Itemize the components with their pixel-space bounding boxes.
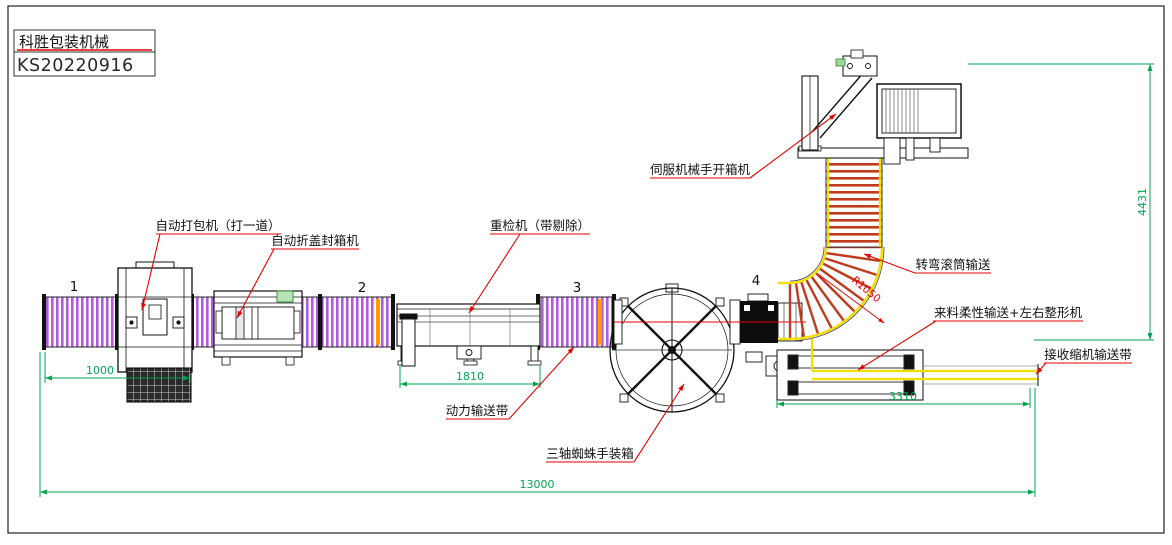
sealer-infeed-conveyor bbox=[191, 296, 217, 348]
drawing-border bbox=[7, 5, 1165, 534]
drawing-number: KS20220916 bbox=[17, 56, 134, 76]
vertical-roller-conveyor bbox=[825, 154, 883, 248]
section-numbers: 1 2 3 4 bbox=[70, 273, 761, 296]
shaper-belt-top bbox=[787, 355, 915, 369]
label-infeed-shaper: 来料柔性输送+左右整形机 bbox=[934, 305, 1082, 320]
sensor-mark-conveyor-2 bbox=[376, 299, 380, 345]
reject-pusher bbox=[401, 317, 416, 367]
conveyor-1 bbox=[44, 296, 118, 348]
company-name: 科胜包装机械 bbox=[19, 33, 109, 51]
dimensions bbox=[39, 63, 1154, 497]
section-number-1: 1 bbox=[70, 279, 79, 295]
delta-robot-cell bbox=[609, 283, 741, 413]
label-curve-conveyor: 转弯滚筒输送 bbox=[915, 257, 991, 272]
strapping-machine bbox=[117, 261, 193, 403]
machine-labels: 自动打包机（打一道） 自动折盖封箱机 重检机（带剔除） 伺服机械手开箱机 转弯滚… bbox=[155, 162, 1131, 461]
sensor-mark-conveyor-3 bbox=[598, 299, 602, 345]
section-number-3: 3 bbox=[573, 280, 582, 296]
dim-4431: 4431 bbox=[1136, 188, 1149, 216]
section-number-4: 4 bbox=[752, 273, 761, 289]
strapper-base bbox=[126, 367, 192, 403]
curve-roller-conveyor bbox=[778, 245, 885, 342]
label-auto-sealer: 自动折盖封箱机 bbox=[271, 233, 359, 248]
curve-inner-guard bbox=[789, 246, 828, 285]
label-power-conveyor: 动力输送带 bbox=[446, 403, 509, 418]
carton-sealer bbox=[213, 290, 303, 366]
label-shrink-conveyor: 接收缩机输送带 bbox=[1044, 347, 1132, 362]
dim-13000: 13000 bbox=[520, 478, 555, 491]
control-box-tag bbox=[276, 290, 294, 303]
dim-1000: 1000 bbox=[86, 364, 114, 377]
conveyor-3 bbox=[539, 296, 615, 348]
curve-rollers bbox=[788, 245, 882, 339]
curve-outer-guard bbox=[789, 246, 884, 341]
leader-lines bbox=[141, 113, 1132, 463]
case-erector-machine bbox=[797, 49, 969, 165]
erector-tag bbox=[835, 58, 846, 67]
label-case-erector: 伺服机械手开箱机 bbox=[650, 162, 751, 177]
title-block: 科胜包装机械 KS20220916 bbox=[13, 29, 156, 77]
shaping-machine bbox=[776, 339, 1039, 401]
label-spider-packer: 三轴蜘蛛手装箱 bbox=[546, 446, 634, 461]
label-auto-strapper: 自动打包机（打一道） bbox=[155, 218, 280, 233]
label-checkweigher: 重检机（带剔除） bbox=[490, 218, 590, 233]
dim-3310: 3310 bbox=[889, 390, 917, 403]
section-number-2: 2 bbox=[358, 280, 367, 296]
dim-1810: 1810 bbox=[456, 370, 484, 383]
checkweigher-machine bbox=[396, 303, 542, 367]
title-block-frame bbox=[13, 29, 156, 77]
conveyor-2 bbox=[321, 296, 394, 348]
radius-leader bbox=[817, 273, 885, 324]
